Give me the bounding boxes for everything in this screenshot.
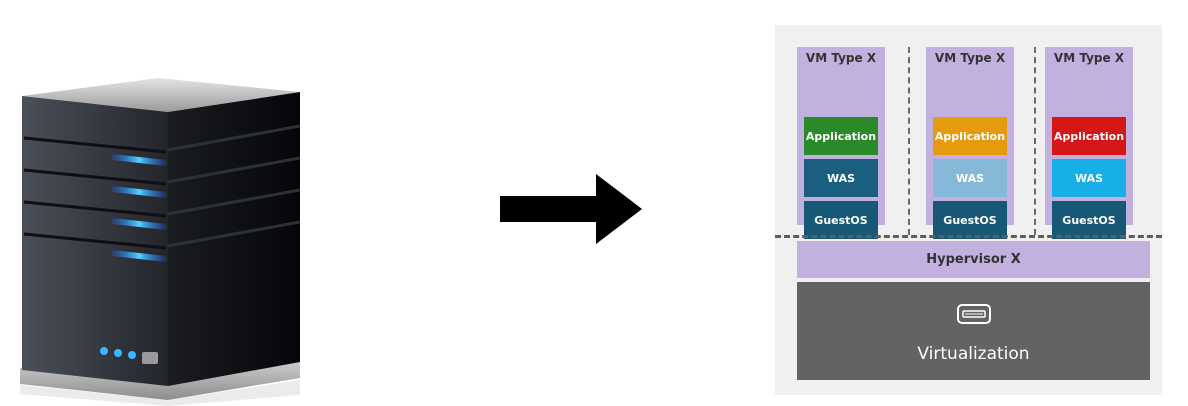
virtualization-diagram: VM Type X Application WAS GuestOS VM Typ… [775,25,1162,395]
was-layer: WAS [1052,159,1126,197]
vm-title: VM Type X [805,51,877,65]
application-layer: Application [933,117,1007,155]
hypervisor-layer: Hypervisor X [797,241,1150,278]
hypervisor-divider [775,235,1162,238]
guestos-layer: GuestOS [933,201,1007,239]
server-drive-icon [957,304,991,324]
application-layer: Application [1052,117,1126,155]
vm-title: VM Type X [934,51,1006,65]
vm-divider [1034,47,1036,235]
host-label: Virtualization [917,344,1030,364]
vm-divider [908,47,910,235]
host-layer: Virtualization [797,282,1150,380]
server-tower-icon [20,78,301,406]
right-arrow-icon [500,174,642,244]
vm-column: VM Type X Application WAS GuestOS [797,47,885,239]
was-layer: WAS [804,159,878,197]
guestos-layer: GuestOS [1052,201,1126,239]
vm-column: VM Type X Application WAS GuestOS [1045,47,1133,239]
was-layer: WAS [933,159,1007,197]
application-layer: Application [804,117,878,155]
vm-column: VM Type X Application WAS GuestOS [926,47,1014,239]
vm-title: VM Type X [1053,51,1125,65]
guestos-layer: GuestOS [804,201,878,239]
